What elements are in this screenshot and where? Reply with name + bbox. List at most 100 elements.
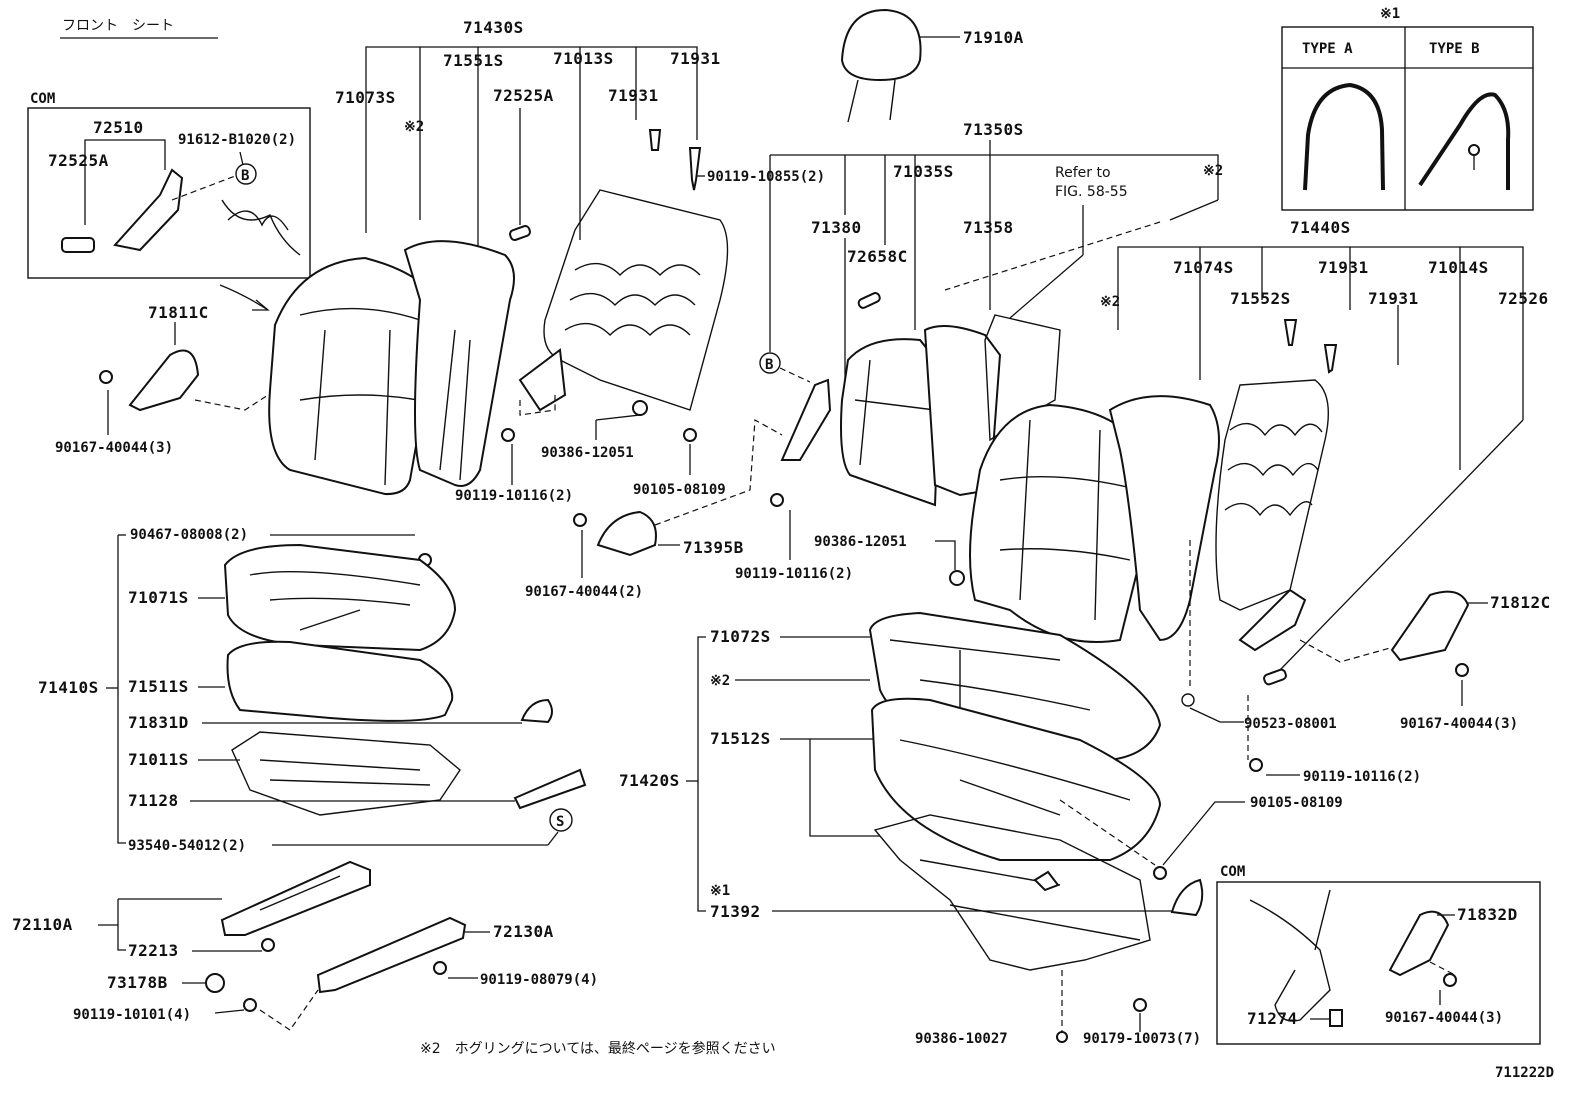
dashed-91612 xyxy=(171,175,236,201)
dash-hogring xyxy=(944,221,1161,291)
recliner-right-icon xyxy=(1238,588,1307,652)
diagram-title: フロント シート xyxy=(62,18,174,34)
cushion-frame-71011S-icon xyxy=(231,731,461,816)
part-71380: 71380 xyxy=(811,218,862,237)
bracket-71440S xyxy=(1117,246,1524,420)
leader-91612 xyxy=(239,151,244,166)
arrowhead-com xyxy=(252,299,270,311)
part-71011S: 71011S xyxy=(128,750,189,769)
part-71832D: 71832D xyxy=(1457,905,1518,924)
leader-90386-a xyxy=(595,414,641,421)
part-93540: 93540-54012(2) xyxy=(128,838,246,854)
part-90119-10116a: 90119-10116(2) xyxy=(455,488,573,504)
part-71440S: 71440S xyxy=(1290,218,1351,237)
com-left-box xyxy=(27,107,311,279)
dash-track xyxy=(259,989,319,1031)
part-91612: 91612-B1020(2) xyxy=(178,132,296,148)
spring-fragment-icon xyxy=(227,210,289,231)
nut-90386-a-icon xyxy=(632,400,648,416)
seatback-right-springs xyxy=(1224,422,1323,517)
recliner-72510-icon xyxy=(113,168,184,252)
seatback-cover-71073S-icon xyxy=(268,256,442,496)
shield-71128-icon xyxy=(513,768,587,810)
marker-b-mid-text: B xyxy=(765,357,773,373)
part-90167-left: 90167-40044(3) xyxy=(55,440,173,456)
part-71073S: 71073S xyxy=(335,88,396,107)
clip-72526-icon xyxy=(1263,668,1287,686)
cushion-pad-71511S-icon xyxy=(226,640,454,722)
com-left-label: COM xyxy=(30,91,55,107)
part-71274: 71274 xyxy=(1247,1009,1298,1028)
recliner-71380-icon xyxy=(780,378,832,461)
bolt-90167-com-icon xyxy=(1443,973,1457,987)
guide-71931-c-icon xyxy=(1283,319,1298,346)
nut-90386-b-icon xyxy=(949,570,965,586)
leader-93540-s xyxy=(547,831,559,846)
seatback-pad-71551S-icon xyxy=(403,240,515,487)
part-71350S: 71350S xyxy=(963,120,1024,139)
bolt-90119-a-icon xyxy=(501,428,515,442)
part-90119-08079: 90119-08079(4) xyxy=(480,972,598,988)
part-90105-08109a: 90105-08109 xyxy=(633,482,726,498)
dash-hinge xyxy=(519,395,556,416)
part-72525A: 72525A xyxy=(493,86,554,105)
bracket-71430S xyxy=(365,46,698,233)
guide-71931-icon xyxy=(648,129,662,151)
com-right-label: COM xyxy=(1220,864,1245,880)
part-71395B: 71395B xyxy=(683,538,744,557)
bolt-90105-a-icon xyxy=(683,428,697,442)
seatback-frame-71013S-icon xyxy=(543,189,729,411)
dash-90105-b xyxy=(1059,799,1156,866)
leader-90386-b xyxy=(935,540,956,570)
marker-b-com xyxy=(235,163,257,185)
cover-71812C-icon xyxy=(1390,590,1470,662)
leader-72526 xyxy=(1279,419,1524,671)
leader-72510 xyxy=(84,139,166,170)
headrest-stay-left xyxy=(847,79,859,123)
leader-90119-10101 xyxy=(214,1009,245,1014)
footnote: ※2 ホグリングについては、最終ページを参照ください xyxy=(420,1040,776,1057)
part-71512S: 71512S xyxy=(710,729,771,748)
part-71910A: 71910A xyxy=(963,28,1024,47)
seatback-right-stitching xyxy=(999,419,1141,621)
mark-2-right: ※2 xyxy=(1100,294,1120,310)
bolt-90119-08079-icon xyxy=(433,961,447,975)
part-72658C: 72658C xyxy=(847,247,908,266)
part-71511S: 71511S xyxy=(128,677,189,696)
part-90386-12051a: 90386-12051 xyxy=(541,445,634,461)
nut-90386-10027-icon xyxy=(1056,1031,1068,1043)
dash-71811C xyxy=(194,394,269,411)
part-90167-com: 90167-40044(3) xyxy=(1385,1010,1503,1026)
mark-2-left: ※2 xyxy=(404,119,424,135)
frame-fragment-icon xyxy=(221,199,301,256)
leader-71512S xyxy=(780,738,880,837)
part-71931b: 71931 xyxy=(608,86,659,105)
part-90119-10101: 90119-10101(4) xyxy=(73,1007,191,1023)
hinge-plate-icon xyxy=(518,348,567,412)
clip-90179-icon xyxy=(1133,998,1147,1012)
cushion-frame-springs-icon xyxy=(259,759,431,786)
track-72130A-icon xyxy=(316,916,467,994)
refer-line2: FIG. 58-55 xyxy=(1055,184,1128,200)
cover-right-icon xyxy=(1170,878,1204,917)
cushion-cover-71071S-icon xyxy=(223,543,457,652)
mark-2-cushion: ※2 xyxy=(710,673,730,689)
seatback-stitching-icon xyxy=(299,307,421,486)
part-90386-10027: 90386-10027 xyxy=(915,1031,1008,1047)
bolt-90167-left-icon xyxy=(99,370,113,384)
com-right-frame-icon xyxy=(1249,899,1331,1022)
part-71071S: 71071S xyxy=(128,588,189,607)
part-72525A-com: 72525A xyxy=(48,151,109,170)
mark-2-mid: ※2 xyxy=(1203,163,1223,179)
marker-b-mid xyxy=(759,352,781,374)
leader-m2-mid xyxy=(1169,199,1219,221)
seatback-cover-71074S-icon xyxy=(969,403,1147,643)
cover-71832D-icon xyxy=(1388,910,1450,977)
part-90386-12051b: 90386-12051 xyxy=(814,534,907,550)
guide-71931-d-icon xyxy=(1323,344,1338,374)
pad-groove-icon xyxy=(439,329,471,481)
bolt-90119-c-icon xyxy=(1249,758,1263,772)
cap-73178B-icon xyxy=(205,973,225,993)
clip-72525A-icon xyxy=(509,225,531,241)
